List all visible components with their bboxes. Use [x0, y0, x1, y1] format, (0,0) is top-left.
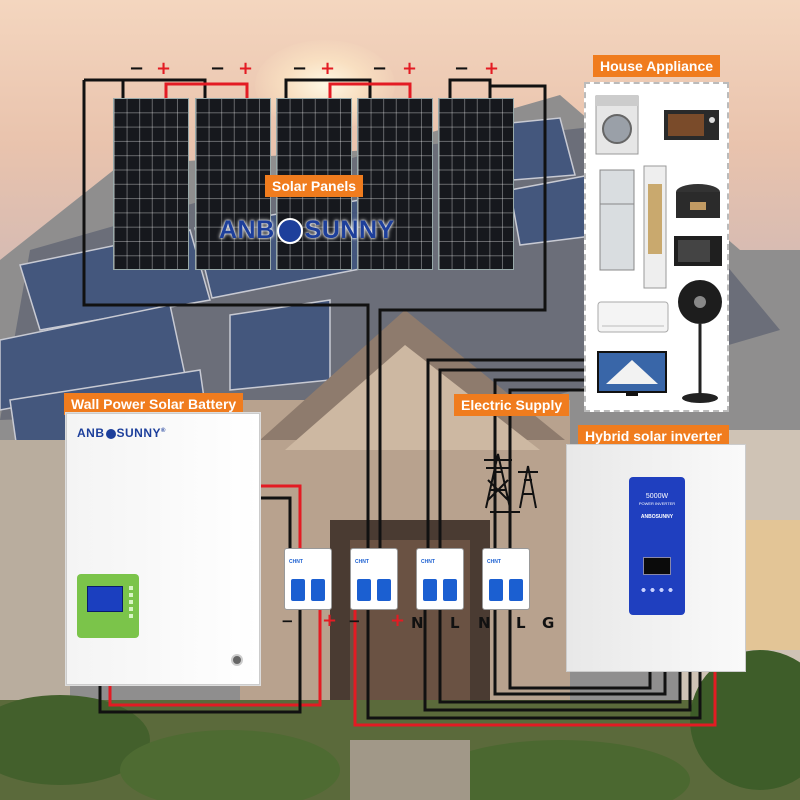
breaker-switch[interactable] [443, 579, 457, 601]
solar-panels-label: Solar Panels [265, 175, 364, 197]
anbosunny-logo: ANB SUNNY [219, 216, 395, 245]
inverter-front-panel: 5000W POWER INVERTER ANBOSUNNY [629, 477, 685, 615]
breaker-switch[interactable] [423, 579, 437, 601]
solar-panel-2 [195, 98, 271, 270]
panel-4-negative: − [372, 58, 388, 79]
logo-text-left: ANB [219, 216, 275, 244]
terminal-battery-negative: − [281, 612, 294, 630]
panel-3-positive: + [320, 58, 336, 79]
hybrid-inverter-label: Hybrid solar inverter [578, 425, 729, 447]
breaker-switch[interactable] [489, 579, 503, 601]
breaker-switch[interactable] [291, 579, 305, 601]
washing-machine-icon [595, 95, 639, 155]
battery-lcd [87, 586, 123, 612]
wall-battery-label: Wall Power Solar Battery [64, 393, 244, 415]
breaker-load[interactable]: CHNT [482, 548, 530, 610]
breaker-switch[interactable] [357, 579, 371, 601]
tower-ac-icon [643, 165, 667, 289]
terminal-solar-positive: + [390, 610, 406, 631]
terminal-load-live: L [516, 614, 526, 632]
rice-cooker-icon [676, 184, 720, 218]
logo-sun-icon [276, 218, 303, 245]
breaker-switch[interactable] [509, 579, 523, 601]
terminal-load-neutral: N [478, 614, 491, 632]
battery-logo: ANB SUNNY® [77, 426, 166, 440]
battery-display [77, 574, 139, 638]
panel-5-positive: + [484, 58, 500, 79]
panel-2-negative: − [210, 58, 226, 79]
microwave-icon [674, 236, 722, 266]
terminal-grid-live: L [450, 614, 460, 632]
breaker-brand: CHNT [421, 559, 435, 565]
panel-3-negative: − [292, 58, 308, 79]
solar-panel-5 [438, 98, 514, 270]
toaster-oven-icon [664, 110, 719, 140]
terminal-ground: G [542, 614, 555, 632]
air-conditioner-icon [597, 301, 669, 333]
appliance-icons [595, 95, 722, 403]
logo-text-right: SUNNY [304, 216, 395, 244]
terminal-battery-positive: + [322, 610, 338, 631]
terminal-grid-neutral: N [411, 614, 424, 632]
standing-fan-icon [678, 280, 722, 403]
breaker-brand: CHNT [289, 559, 303, 565]
breaker-brand: CHNT [355, 559, 369, 565]
panel-1-positive: + [156, 58, 172, 79]
inverter-lcd [643, 557, 671, 575]
panel-2-positive: + [238, 58, 254, 79]
battery-logo-text-left: ANB [77, 426, 105, 440]
battery-indicator-leds [129, 586, 133, 620]
breaker-switch[interactable] [377, 579, 391, 601]
breaker-grid[interactable]: CHNT [416, 548, 464, 610]
battery-logo-sun-icon [105, 428, 116, 439]
solar-panel-4 [357, 98, 433, 270]
breaker-switch[interactable] [311, 579, 325, 601]
breaker-brand: CHNT [487, 559, 501, 565]
solar-panel-1 [113, 98, 189, 270]
panel-4-positive: + [402, 58, 418, 79]
breaker-battery[interactable]: CHNT [284, 548, 332, 610]
trademark: ® [161, 428, 166, 434]
terminal-solar-negative: − [348, 612, 361, 630]
inverter-brand: ANBOSUNNY [640, 514, 674, 520]
panel-1-negative: − [129, 58, 145, 79]
television-icon [597, 351, 667, 396]
power-tower-icon [484, 453, 538, 509]
panel-5-negative: − [454, 58, 470, 79]
inverter-subtitle: POWER INVERTER [638, 501, 676, 506]
wall-battery: ANB SUNNY® [66, 413, 260, 685]
appliance-panel [584, 82, 729, 412]
breaker-solar[interactable]: CHNT [350, 548, 398, 610]
battery-power-button[interactable] [231, 654, 243, 666]
battery-logo-text-right: SUNNY [116, 426, 162, 440]
inverter-model: 5000W [645, 493, 669, 500]
inverter-buttons[interactable] [639, 587, 675, 593]
house-appliance-label: House Appliance [593, 55, 721, 77]
hybrid-inverter: 5000W POWER INVERTER ANBOSUNNY [566, 444, 746, 672]
refrigerator-icon [599, 169, 635, 271]
electric-supply-label: Electric Supply [454, 394, 570, 416]
